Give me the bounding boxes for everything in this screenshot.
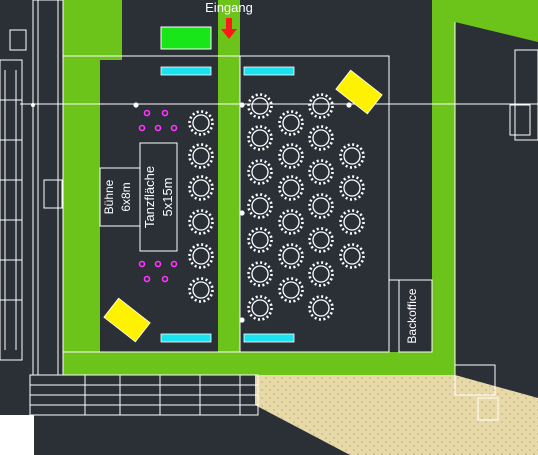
buffet-counter bbox=[160, 66, 212, 76]
lounge-area bbox=[103, 297, 151, 343]
junction-dot bbox=[239, 210, 245, 216]
dancefloor-size-label: 5x15m bbox=[160, 177, 175, 216]
junction-dot bbox=[239, 317, 245, 323]
stage-label: Bühne bbox=[102, 179, 116, 214]
bar-counter bbox=[160, 26, 212, 50]
aisles bbox=[63, 0, 455, 375]
marker-dot bbox=[143, 109, 151, 117]
marker-dot bbox=[170, 260, 178, 268]
junction-dot bbox=[133, 102, 139, 108]
buffet-counter bbox=[243, 66, 295, 76]
bottom-structure bbox=[29, 374, 259, 416]
marker-dot bbox=[138, 124, 146, 132]
stage-markers bbox=[138, 109, 178, 283]
green-rim bbox=[455, 0, 538, 42]
junction-dots bbox=[31, 102, 352, 323]
junction-dot bbox=[31, 103, 35, 107]
buffet-counters bbox=[160, 66, 295, 343]
marker-dot bbox=[138, 260, 146, 268]
backoffice-area bbox=[398, 279, 433, 353]
entrance-label: Eingang bbox=[205, 0, 253, 15]
backoffice-label: Backoffice bbox=[405, 288, 419, 343]
left-wall-detail bbox=[0, 0, 63, 375]
marker-dot bbox=[154, 124, 162, 132]
entrance-arrow-icon bbox=[221, 18, 237, 39]
marker-dot bbox=[161, 275, 169, 283]
dancefloor-label: Tanzfläche bbox=[142, 166, 157, 228]
lounge-area bbox=[335, 69, 383, 115]
buffet-counter bbox=[243, 333, 295, 343]
marker-dot bbox=[143, 275, 151, 283]
right-wall-detail bbox=[454, 22, 538, 421]
junction-dot bbox=[346, 102, 352, 108]
bottom-left-block bbox=[0, 415, 34, 455]
stage-area bbox=[99, 167, 141, 227]
stage-size-label: 6x8m bbox=[119, 182, 133, 211]
marker-dot bbox=[170, 124, 178, 132]
marker-dot bbox=[161, 109, 169, 117]
marker-dot bbox=[154, 260, 162, 268]
junction-dot bbox=[239, 102, 245, 108]
dancefloor-area bbox=[139, 142, 178, 252]
buffet-counter bbox=[160, 333, 212, 343]
